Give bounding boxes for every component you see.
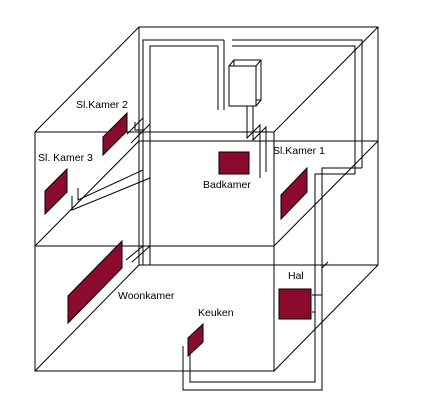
depth-edge-bottom-right	[273, 264, 379, 372]
floor-line-right	[273, 140, 379, 247]
radiator-woonkamer	[67, 239, 123, 325]
boiler-edge-3	[255, 99, 262, 107]
pipe-woonkamer-return	[131, 245, 151, 263]
pipe-top-right-inner	[232, 45, 356, 174]
radiator-hal	[278, 288, 312, 320]
front-wall-outline	[34, 131, 275, 372]
label-sl-kamer-2: Sl.Kamer 2	[76, 99, 128, 111]
pipework	[71, 39, 363, 391]
label-sl-kamer-1: Sl.Kamer 1	[273, 145, 325, 157]
pipe-slkamer2-feed	[134, 122, 143, 131]
boiler-edge-1	[228, 59, 235, 67]
radiator-keuken	[187, 322, 204, 358]
radiator-sl-kamer-3	[44, 167, 68, 216]
pipe-top-right-outer	[232, 39, 363, 168]
radiator-sl-kamer-1	[280, 166, 308, 221]
label-keuken: Keuken	[198, 307, 234, 319]
pipe-slkamer1-feed	[321, 167, 362, 270]
depth-edge-top-right	[273, 26, 379, 133]
label-sl-kamer-3: Sl. Kamer 3	[38, 152, 93, 164]
label-woonkamer: Woonkamer	[118, 290, 175, 302]
pipe-slkamer3-return	[71, 177, 151, 211]
room-labels: Sl.Kamer 2 Sl. Kamer 3 Sl.Kamer 1 Badkam…	[38, 99, 325, 319]
radiator-sl-kamer-2	[102, 111, 128, 157]
pipe-main-loop-outer	[142, 39, 225, 246]
label-hal: Hal	[288, 270, 304, 282]
pipe-slkamer2-link-b	[130, 123, 151, 144]
depth-edge-bottom-left	[34, 264, 140, 372]
radiator-badkamer	[218, 151, 250, 175]
pipe-boiler-down-2	[252, 105, 267, 172]
boiler-edge-2	[255, 59, 262, 67]
label-badkamer: Badkamer	[203, 179, 251, 191]
boiler-front	[228, 65, 257, 107]
pipe-woonkamer-drop	[142, 246, 151, 265]
house-wireframe	[34, 26, 379, 372]
pipe-slkamer2-link-a	[126, 117, 144, 135]
pipe-slkamer1-return	[314, 173, 355, 268]
pipe-slkamer3-feed	[77, 169, 144, 201]
radiators	[44, 111, 312, 358]
floor-line-left	[34, 140, 140, 247]
depth-edge-top-left	[34, 26, 140, 133]
back-wall-outline	[138, 26, 379, 266]
pipe-hal-return	[189, 268, 316, 383]
pipe-main-loop-inner	[149, 45, 219, 246]
pipe-hal-feed	[182, 268, 323, 391]
pipe-woonkamer-feed	[125, 245, 144, 261]
boiler-unit	[228, 59, 262, 107]
